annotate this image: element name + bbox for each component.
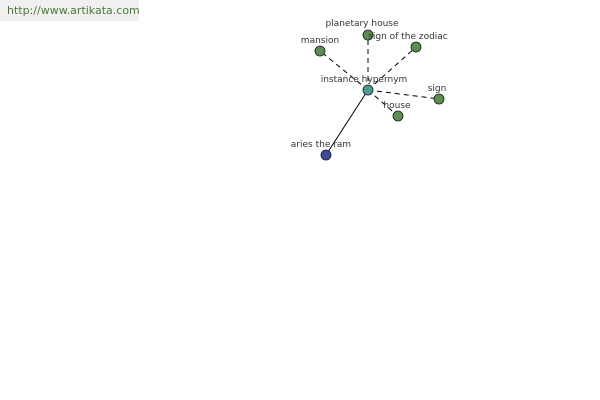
labels-layer: instance hypernym planetary house mansion s… bbox=[291, 19, 448, 150]
node-aries-the-ram[interactable] bbox=[320, 149, 332, 161]
node-label-house[interactable]: house bbox=[383, 101, 411, 111]
node-label-mansion[interactable]: mansion bbox=[301, 36, 339, 46]
edges-layer bbox=[319, 35, 440, 156]
url-banner: http://www.artikata.com bbox=[0, 0, 140, 21]
node-label-sign[interactable]: sign bbox=[428, 84, 447, 94]
node-label-sign-of-the-zodiac[interactable]: sign of the zodiac bbox=[368, 32, 448, 42]
edge-center-sign bbox=[367, 89, 440, 100]
edge-center-sign-of-the-zodiac bbox=[367, 46, 417, 91]
node-mansion[interactable] bbox=[314, 45, 326, 57]
url-link[interactable]: http://www.artikata.com bbox=[7, 4, 140, 17]
node-label-center[interactable]: instance hypernym bbox=[321, 75, 408, 85]
node-sign[interactable] bbox=[433, 93, 445, 105]
node-label-planetary-house[interactable]: planetary house bbox=[325, 19, 399, 29]
edge-center-mansion bbox=[319, 50, 369, 91]
nodes-layer bbox=[314, 29, 445, 161]
node-house[interactable] bbox=[392, 110, 404, 122]
node-center[interactable] bbox=[362, 84, 374, 96]
edge-center-house bbox=[367, 89, 399, 117]
edge-center-aries-the-ram bbox=[325, 89, 369, 156]
node-sign-of-the-zodiac[interactable] bbox=[410, 41, 422, 53]
node-planetary-house[interactable] bbox=[362, 29, 374, 41]
node-label-aries-the-ram[interactable]: aries the ram bbox=[291, 140, 351, 150]
